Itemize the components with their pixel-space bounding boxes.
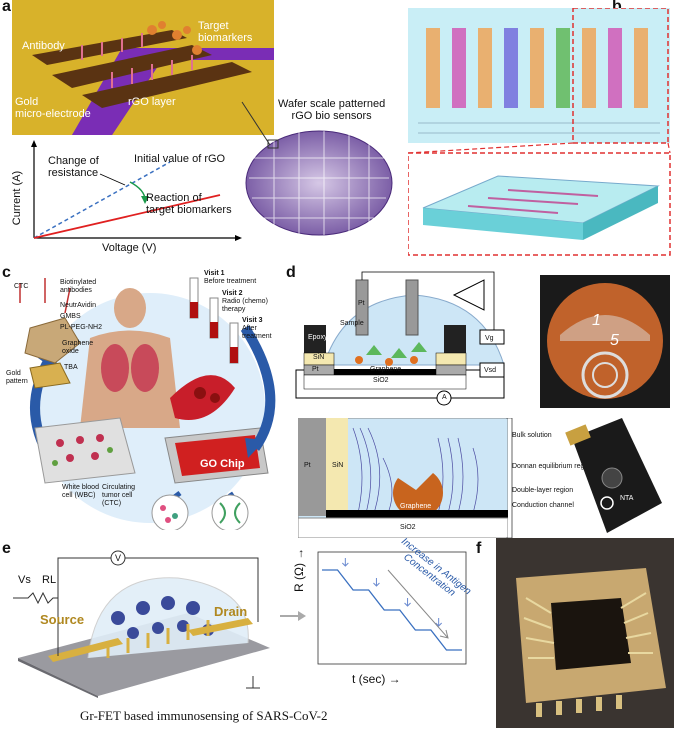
ammeter-label: A — [442, 394, 447, 401]
chip-package-photo — [496, 538, 674, 728]
pt-electrode-label: Pt — [358, 300, 365, 307]
vs-label: Vs — [18, 574, 31, 586]
visit2-label: Visit 2 — [222, 290, 243, 297]
bulk-solution-label: Bulk solution — [512, 432, 552, 439]
panel-e-caption: Gr-FET based immunosensing of SARS-CoV-2 — [80, 708, 328, 723]
reaction-line — [33, 194, 221, 239]
conduction-label: Conduction channel — [512, 502, 574, 509]
vsd-label: Vsd — [484, 367, 497, 374]
sin-label: SiN — [313, 354, 325, 361]
visit1-label: Visit 1 — [204, 270, 225, 277]
visit1-desc: Before treatment — [204, 278, 257, 285]
source-label: Source — [40, 612, 85, 627]
drain-label: Drain — [214, 604, 248, 619]
initial-rgo-label: Initial value of rGO — [134, 153, 226, 165]
region-bracket — [506, 418, 513, 538]
panel-label-a: a — [2, 0, 11, 15]
sample-label: Sample — [340, 320, 364, 327]
target-biomarkers-label: Target biomarkers — [198, 20, 253, 44]
neutravidin-label: NeutrAvidin — [60, 302, 97, 309]
rl-label: RL — [42, 574, 57, 586]
gmbs-label: GMBS — [60, 313, 81, 320]
iv-graph — [31, 140, 242, 241]
graphene-label: Graphene — [370, 366, 402, 373]
biotin-label: Biotinylated antibodies — [60, 279, 97, 294]
sio2-label: SiO2 — [373, 377, 389, 384]
panel-d-fet-schematic — [295, 271, 505, 406]
donnan-label: Donnan equilibrium region — [512, 463, 594, 470]
panel-label-c: c — [2, 264, 11, 281]
panel-a-electrode-illustration — [12, 0, 274, 135]
pt-layer-label: Pt — [304, 462, 311, 469]
wafer-pointer — [241, 101, 279, 149]
visit3-label: Visit 3 — [242, 317, 263, 324]
ctc-label: CTC — [14, 283, 29, 290]
panel-label-d: d — [286, 264, 296, 281]
svg-text:1: 1 — [592, 312, 601, 329]
panel-e-device-illustration — [13, 550, 270, 698]
ctc-cell-label: Circulating tumor cell (CTC) — [102, 484, 136, 507]
sio2-layer-label: SiO2 — [400, 524, 416, 531]
epoxy-label: Epoxy — [308, 334, 328, 341]
sin-layer-label: SiN — [332, 462, 344, 469]
wafer-image — [245, 130, 393, 236]
panel-label-f: f — [476, 540, 482, 557]
step-arrow — [341, 558, 349, 567]
gochip-label: GO Chip — [200, 458, 245, 470]
panel-d-double-layer-schematic — [298, 418, 508, 538]
resistance-chart — [317, 551, 467, 665]
panel-label-e: e — [2, 540, 11, 557]
trend-arrow — [387, 569, 449, 639]
time-xlabel: t (sec) → — [352, 672, 401, 686]
antibody-label: Antibody — [22, 40, 65, 52]
step-arrow — [435, 618, 443, 627]
step-arrow — [404, 598, 411, 607]
svg-text:5: 5 — [610, 332, 619, 349]
gold-electrode-label: Gold micro-electrode — [15, 96, 91, 120]
panel-c-illustration — [19, 277, 276, 530]
graphene-layer-label: Graphene — [400, 503, 432, 510]
visit2-desc: Radio (chemo) therapy — [222, 298, 268, 313]
chip-photo: 1 5 — [540, 275, 670, 408]
reaction-label: Reaction of target biomarkers — [146, 192, 232, 216]
plpeg-label: PL-PEG-NH2 — [60, 324, 103, 331]
resistance-series-line — [322, 569, 462, 651]
wbc-label: White blood cell (WBC) — [62, 484, 99, 499]
resistance-ylabel: R (Ω) → — [292, 547, 306, 592]
panel-b-sensor-array — [408, 8, 671, 256]
gold-pattern-label: Gold pattern — [6, 370, 28, 385]
change-resistance-label: Change of resistance — [48, 155, 99, 179]
board-photo — [565, 418, 662, 533]
pt-label: Pt — [312, 366, 319, 373]
iv-ylabel: Current (A) — [11, 170, 24, 226]
initial-rgo-line — [33, 161, 171, 239]
tba-label: TBA — [64, 364, 78, 371]
iv-xlabel: Voltage (V) — [102, 242, 157, 254]
board-brand: NTA — [620, 495, 634, 502]
visit3-desc: After treatment — [242, 325, 272, 340]
voltmeter-label: V — [115, 553, 122, 563]
arrow-to-graph — [280, 611, 306, 621]
wafer-label: Wafer scale patterned rGO bio sensors — [278, 98, 386, 122]
graphene-oxide-label: Graphene oxide — [62, 340, 94, 355]
step-arrow — [373, 578, 380, 587]
rgo-layer-label: rGO layer — [128, 96, 176, 108]
vg-label: Vg — [485, 335, 494, 342]
double-layer-label: Double-layer region — [512, 487, 574, 494]
